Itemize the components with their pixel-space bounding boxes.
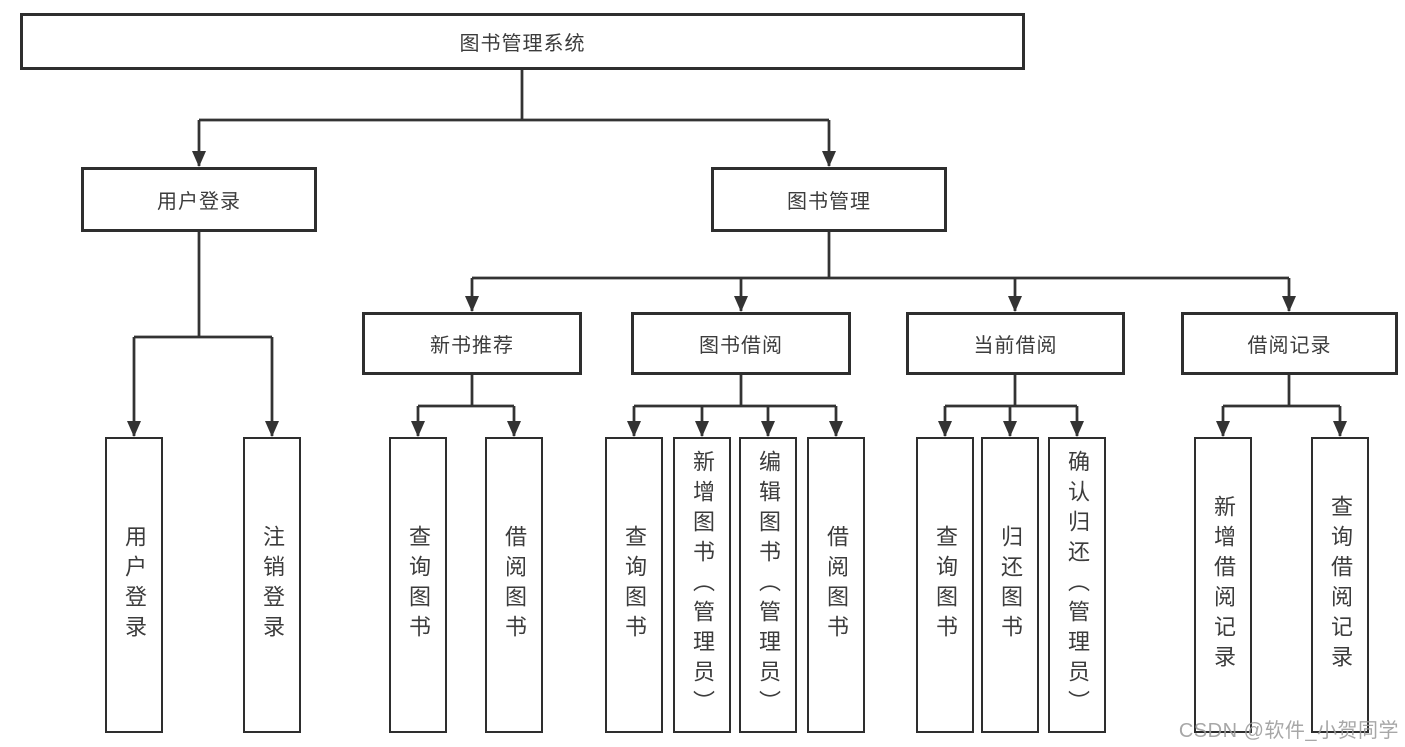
node-search-books-current: 查询图书 xyxy=(916,437,974,733)
csdn-watermark: CSDN @软件_小贺同学 xyxy=(1178,720,1399,742)
node-user-login-action: 用户登录 xyxy=(105,437,163,733)
node-new-book-recommendation: 新书推荐 xyxy=(362,312,582,375)
node-book-borrowing: 图书借阅 xyxy=(631,312,851,375)
node-borrow-books-borrowing: 借阅图书 xyxy=(807,437,865,733)
node-search-books-recommendation: 查询图书 xyxy=(389,437,447,733)
node-add-books-admin: 新增图书（管理员） xyxy=(673,437,731,733)
node-borrowing-records: 借阅记录 xyxy=(1181,312,1398,375)
node-current-borrowing: 当前借阅 xyxy=(906,312,1125,375)
node-book-management: 图书管理 xyxy=(711,167,947,232)
node-add-borrowing-record: 新增借阅记录 xyxy=(1194,437,1252,733)
node-user-login: 用户登录 xyxy=(81,167,317,232)
node-return-books: 归还图书 xyxy=(981,437,1039,733)
node-logout-action: 注销登录 xyxy=(243,437,301,733)
node-edit-books-admin: 编辑图书（管理员） xyxy=(739,437,797,733)
node-confirm-return-admin: 确认归还（管理员） xyxy=(1048,437,1106,733)
node-borrow-books-recommendation: 借阅图书 xyxy=(485,437,543,733)
node-search-borrowing-record: 查询借阅记录 xyxy=(1311,437,1369,733)
node-search-books-borrowing: 查询图书 xyxy=(605,437,663,733)
node-library-management-system: 图书管理系统 xyxy=(20,13,1025,70)
